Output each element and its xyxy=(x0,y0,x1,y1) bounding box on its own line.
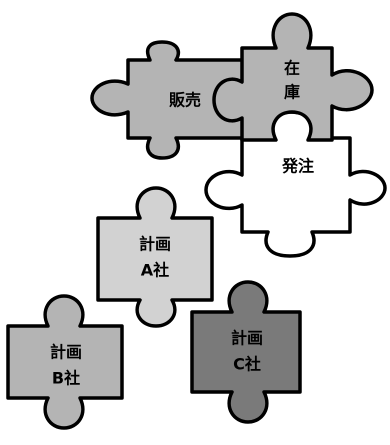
plan-b-label-line1: 計画 xyxy=(50,343,82,362)
plan-c-label-line1: 計画 xyxy=(231,329,263,348)
sales-piece-shape xyxy=(90,40,247,160)
plan-b-label-line2: B社 xyxy=(52,369,80,388)
puzzle-piece-plan-c: 計画 C社 xyxy=(190,280,302,424)
puzzle-piece-plan-b: 計画 B社 xyxy=(6,294,124,430)
puzzle-piece-sales: 販売 xyxy=(90,40,247,160)
plan-b-piece-shape xyxy=(6,294,124,430)
stock-piece-shape xyxy=(212,12,374,142)
puzzle-piece-stock: 在 庫 xyxy=(212,12,374,142)
plan-c-piece-shape xyxy=(190,280,302,424)
plan-c-label-line2: C社 xyxy=(233,355,261,374)
sales-label: 販売 xyxy=(169,91,201,110)
plan-a-label-line1: 計画 xyxy=(139,235,171,254)
order-label: 発注 xyxy=(281,157,314,176)
plan-a-piece-shape xyxy=(96,186,214,328)
puzzle-piece-plan-a: 計画 A社 xyxy=(96,186,214,328)
plan-a-label-line2: A社 xyxy=(141,261,169,280)
stock-label-line2: 庫 xyxy=(284,83,300,102)
stock-label-line1: 在 xyxy=(284,59,300,78)
